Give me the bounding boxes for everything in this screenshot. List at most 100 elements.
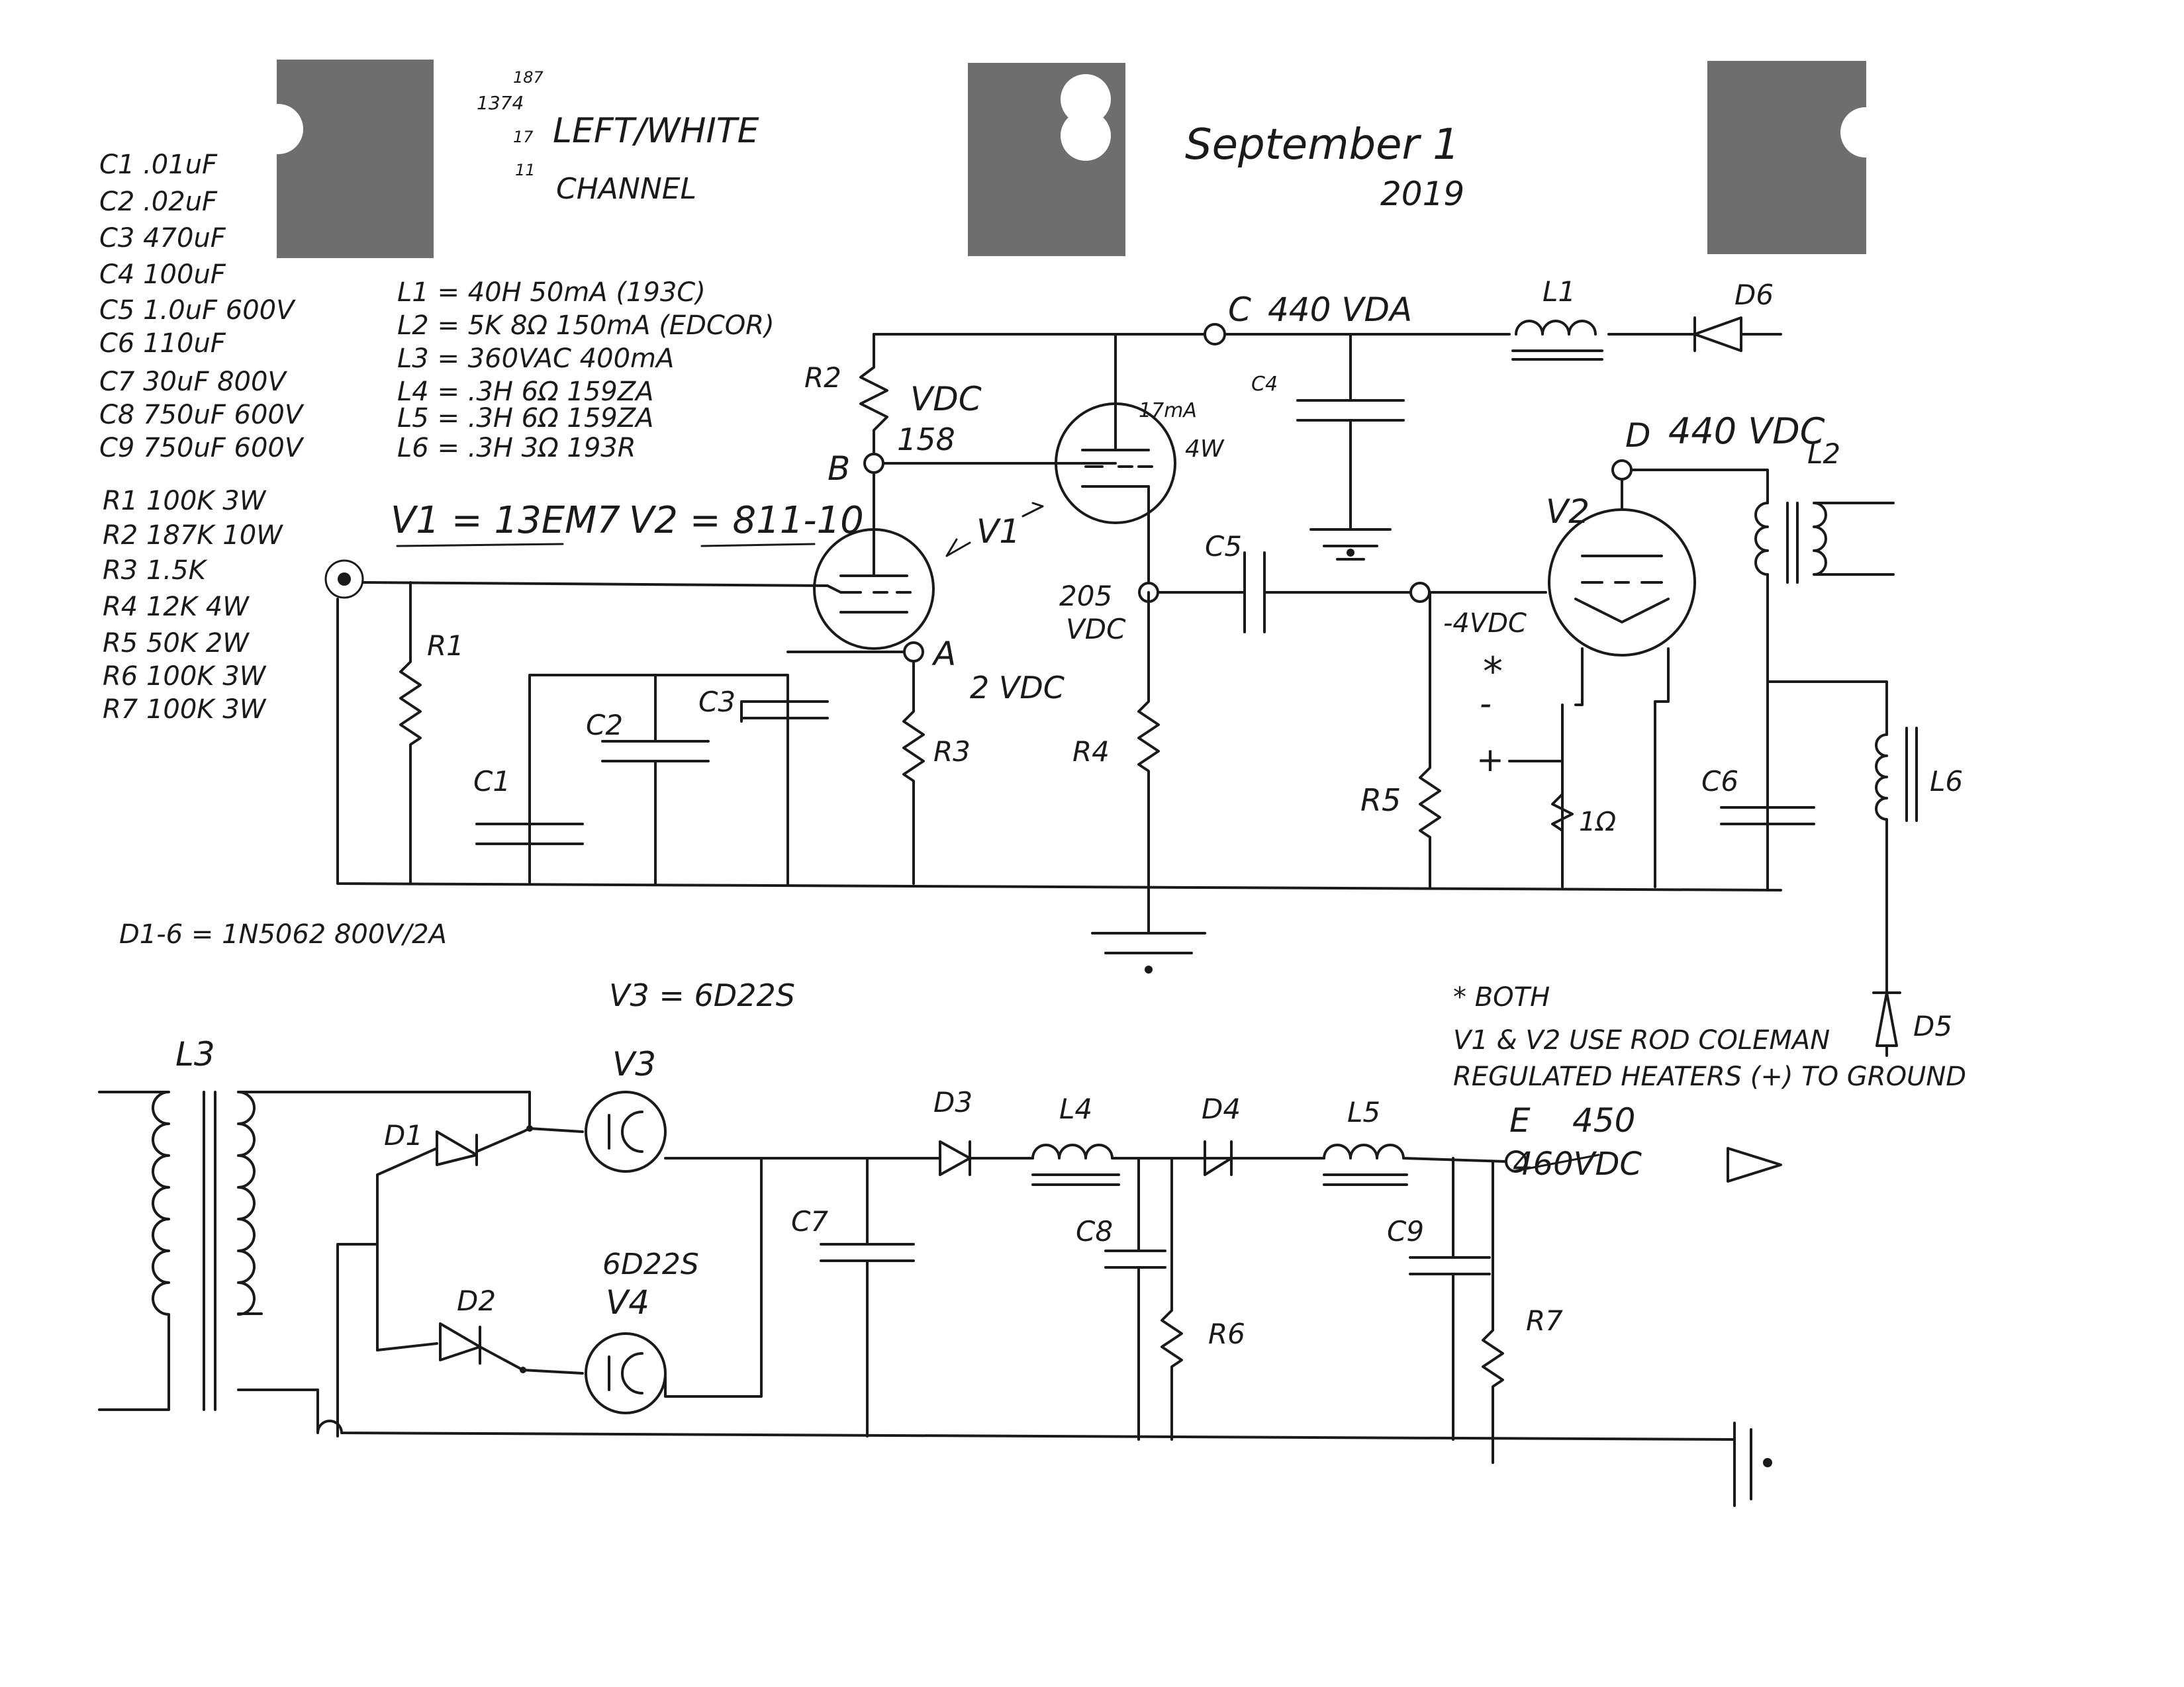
heater-notes: * BOTH V1 & V2 USE ROD COLEMAN REGULATED…	[1453, 982, 1966, 1092]
node-grid-v2	[1409, 582, 1431, 603]
label-r2: R2	[804, 361, 841, 394]
label-l3: L3	[175, 1035, 215, 1073]
label-r1: R1	[427, 629, 464, 662]
label-v4: V4	[606, 1283, 649, 1322]
part-l5: L5 = .3H 6Ω 159ZA	[397, 403, 653, 433]
date-line2: 2019	[1380, 175, 1464, 213]
part-c4: C4 100uF	[99, 259, 226, 290]
label-2vdc: 2 VDC	[970, 670, 1065, 706]
part-r4: R4 12K 4W	[103, 592, 250, 622]
tube-v4-spec: 6D22S	[602, 1248, 699, 1281]
label-r4: R4	[1072, 735, 1110, 768]
label-vdc: VDC	[910, 380, 982, 418]
label-node-a: A	[931, 635, 956, 673]
label-v1: V1	[976, 512, 1020, 551]
label-d6: D6	[1734, 279, 1774, 311]
label-d3: D3	[933, 1086, 973, 1118]
part-c3: C3 470uF	[99, 223, 226, 253]
label-460vdc-struck: 460VDC	[1513, 1146, 1642, 1183]
part-l1: L1 = 40H 50mA (193C)	[397, 277, 706, 308]
label-1ohm: 1Ω	[1579, 807, 1616, 837]
label-c8: C8	[1076, 1215, 1113, 1248]
label-c2: C2	[586, 709, 623, 741]
label-r5: R5	[1360, 782, 1401, 818]
part-c6: C6 110uF	[99, 328, 226, 359]
label-r7: R7	[1526, 1304, 1563, 1337]
amplifier-circuit: R1 C1 C2 C3 A 2 VDC R3 B R2 VDC 158	[324, 275, 1963, 1057]
label-node-c: C	[1228, 291, 1251, 329]
note-heater-line1: V1 & V2 USE ROD COLEMAN	[1453, 1025, 1830, 1056]
note-heater-line2: REGULATED HEATERS (+) TO GROUND	[1453, 1062, 1966, 1092]
title-line1: LEFT/WHITE	[553, 111, 759, 151]
part-c1: C1 .01uF	[99, 150, 218, 180]
label-l1: L1	[1543, 275, 1576, 308]
label-c1: C1	[473, 765, 510, 798]
label-c4: C4	[1251, 373, 1278, 396]
part-l4: L4 = .3H 6Ω 159ZA	[397, 377, 653, 407]
node-b	[863, 453, 884, 474]
label-c5: C5	[1205, 530, 1242, 563]
resistor-list: R1 100K 3W R2 187K 10W R3 1.5K R4 12K 4W…	[103, 486, 283, 725]
label-440vda: 440 VDA	[1268, 291, 1412, 329]
label-205: 205	[1059, 580, 1112, 612]
label-l2: L2	[1807, 437, 1840, 470]
label-c3: C3	[698, 686, 736, 718]
label-r6: R6	[1208, 1318, 1245, 1350]
date-line1: September 1	[1185, 120, 1460, 169]
note-number: 187	[513, 68, 544, 87]
part-r3: R3 1.5K	[103, 555, 208, 586]
label-node-d: D	[1625, 416, 1651, 455]
label-d5: D5	[1913, 1010, 1952, 1042]
label-l5: L5	[1347, 1096, 1380, 1128]
note-number: 17	[513, 128, 534, 146]
inductor-list: L1 = 40H 50mA (193C) L2 = 5K 8Ω 150mA (E…	[397, 277, 775, 463]
part-r6: R6 100K 3W	[103, 661, 267, 692]
part-c2: C2 .02uF	[99, 187, 218, 217]
node-c	[1204, 323, 1226, 345]
part-c7: C7 30uF 800V	[99, 367, 287, 397]
label-4w: 4W	[1185, 435, 1225, 463]
label-205-unit: VDC	[1066, 613, 1126, 645]
tube-v2-spec: V2 = 811-10	[629, 499, 864, 542]
tube-v3	[585, 1091, 667, 1173]
label-v3: V3	[612, 1045, 656, 1083]
node-d	[1611, 459, 1633, 480]
label-c9: C9	[1387, 1215, 1424, 1248]
parts-list: C1 .01uF C2 .02uF C3 470uF C4 100uF C5 1…	[99, 150, 775, 950]
part-c8: C8 750uF 600V	[99, 400, 305, 430]
title-line2: CHANNEL	[556, 172, 696, 206]
part-diodes: D1-6 = 1N5062 800V/2A	[119, 919, 447, 950]
tube-v1-spec: V1 = 13EM7	[391, 499, 620, 542]
part-r5: R5 50K 2W	[103, 628, 250, 659]
label-node-e: E	[1509, 1101, 1531, 1140]
part-r1: R1 100K 3W	[103, 486, 267, 516]
label-minus: -	[1480, 684, 1492, 723]
capacitor-list: C1 .01uF C2 .02uF C3 470uF C4 100uF C5 1…	[99, 150, 305, 463]
part-l2: L2 = 5K 8Ω 150mA (EDCOR)	[397, 310, 775, 341]
label-d1: D1	[384, 1119, 423, 1152]
label-r3: R3	[933, 735, 971, 768]
label-158: 158	[897, 422, 955, 457]
scan-pads	[253, 60, 1891, 258]
note-both: * BOTH	[1453, 982, 1550, 1013]
label-v2: V2	[1546, 492, 1590, 531]
label-asterisk: *	[1483, 649, 1503, 695]
part-r7: R7 100K 3W	[103, 694, 267, 725]
tube-v4	[585, 1332, 667, 1414]
input-jack	[324, 559, 364, 599]
label-node-b: B	[828, 449, 850, 488]
label-17ma: 17mA	[1139, 399, 1197, 422]
part-c5: C5 1.0uF 600V	[99, 295, 296, 326]
note-number: 11	[515, 161, 536, 179]
node-a	[903, 641, 924, 662]
label-c7: C7	[791, 1205, 828, 1238]
label-440vdc: 440 VDC	[1668, 410, 1825, 452]
label-l6: L6	[1930, 765, 1963, 798]
part-c9: C9 750uF 600V	[99, 433, 305, 463]
part-l6: L6 = .3H 3Ω 193R	[397, 433, 636, 463]
label-c6: C6	[1701, 765, 1738, 798]
header: 187 1374 17 11 LEFT/WHITE CHANNEL Septem…	[477, 68, 1464, 213]
label-d4: D4	[1202, 1093, 1241, 1125]
label-neg4vdc: -4VDC	[1443, 608, 1527, 639]
